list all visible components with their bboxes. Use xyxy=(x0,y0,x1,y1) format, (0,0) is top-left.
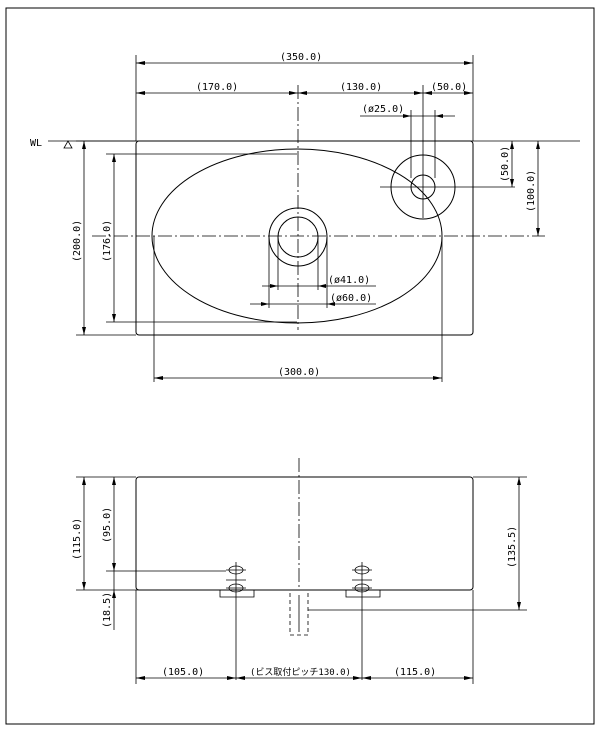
top-view: WL (350.0) (170.0) (1 xyxy=(30,52,580,382)
arrow xyxy=(112,154,116,162)
left-screw-bracket xyxy=(219,562,255,680)
drain-pipe-hidden xyxy=(289,589,309,636)
arrow xyxy=(236,676,245,680)
arrow xyxy=(289,91,298,95)
dim-drain-to-faucet: (130.0) xyxy=(340,82,382,93)
arrow xyxy=(510,141,514,149)
arrow xyxy=(136,91,145,95)
arrow xyxy=(353,676,362,680)
dim-overall-depth: (200.0) xyxy=(72,220,83,262)
dim-faucet-to-right: (50.0) xyxy=(431,82,467,93)
dim-faucet-hole-dia: (ø25.0) xyxy=(362,104,404,115)
arrow xyxy=(112,590,116,598)
arrow xyxy=(154,376,163,380)
arrow xyxy=(136,676,145,680)
dim-drain-inner-dia: (ø41.0) xyxy=(328,275,370,286)
dim-drain-outer-dia: (ø60.0) xyxy=(330,293,372,304)
basin-body-outline xyxy=(135,140,474,336)
dim-bowl-width: (300.0) xyxy=(278,367,320,378)
dim-faucet-from-top: (50.0) xyxy=(500,146,511,182)
arrow xyxy=(423,91,432,95)
arrow xyxy=(82,582,86,590)
dim-left-to-drain: (170.0) xyxy=(196,82,238,93)
arrow xyxy=(414,91,423,95)
arrow xyxy=(318,284,326,288)
water-level-label: WL xyxy=(30,138,42,149)
dim-front-height: (115.0) xyxy=(72,518,83,560)
arrow xyxy=(112,563,116,571)
dim-bowl-depth: (176.0) xyxy=(102,220,113,262)
arrow xyxy=(112,477,116,485)
arrow xyxy=(136,61,145,65)
dim-right-offset: (115.0) xyxy=(394,667,436,678)
right-screw-bracket xyxy=(345,562,381,680)
arrow xyxy=(464,676,473,680)
arrow xyxy=(298,91,307,95)
arrow xyxy=(510,179,514,187)
arrow xyxy=(433,376,442,380)
front-body-outline xyxy=(135,476,474,591)
arrow xyxy=(82,327,86,335)
arrow xyxy=(362,676,371,680)
arrow xyxy=(82,141,86,149)
arrow xyxy=(435,114,443,118)
dim-total-height: (135.5) xyxy=(507,526,518,568)
front-view: (115.0) (95.0) (18.5) (135.5) (105.0) (ビ… xyxy=(72,458,527,684)
arrow xyxy=(403,114,411,118)
arrow xyxy=(112,314,116,322)
arrow xyxy=(536,228,540,236)
dim-left-offset: (105.0) xyxy=(162,667,204,678)
arrow xyxy=(261,302,269,306)
dim-bowl-height: (95.0) xyxy=(102,507,113,543)
arrow xyxy=(464,91,473,95)
arrow xyxy=(517,477,521,485)
arrow xyxy=(464,61,473,65)
arrow xyxy=(327,302,335,306)
arrow xyxy=(227,676,236,680)
arrow xyxy=(82,477,86,485)
arrow xyxy=(536,141,540,149)
water-level-triangle xyxy=(63,140,73,149)
arrow xyxy=(270,284,278,288)
dim-overall-width: (350.0) xyxy=(280,52,322,63)
dim-drain-from-top: (100.0) xyxy=(526,170,537,212)
dim-bracket-offset: (18.5) xyxy=(102,592,113,628)
drawing-frame xyxy=(5,7,595,725)
arrow xyxy=(517,602,521,610)
dim-screw-pitch: (ビス取付ピッチ130.0) xyxy=(250,667,351,678)
